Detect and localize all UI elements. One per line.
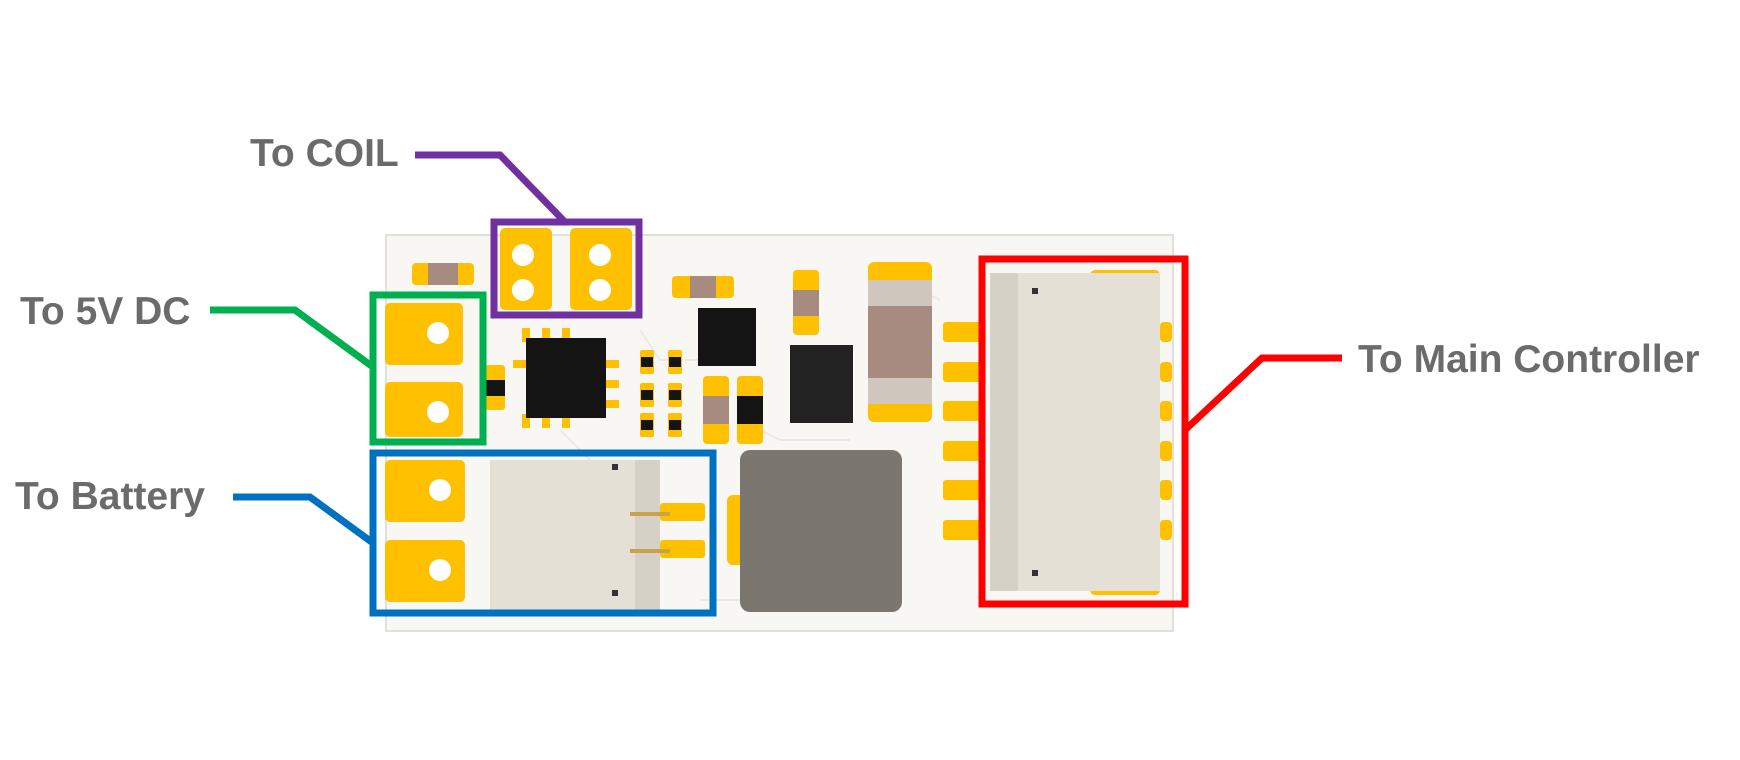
label-to-main-controller: To Main Controller	[1358, 338, 1700, 381]
dc5v-highlight-box	[369, 291, 487, 446]
label-to-coil: To COIL	[250, 132, 399, 175]
battery-pads	[385, 460, 465, 602]
controller-leader-line	[1182, 354, 1342, 433]
battery-connector	[490, 460, 705, 610]
ic-square	[698, 308, 756, 366]
battery-highlight-box	[369, 449, 717, 617]
ic-8pin	[485, 328, 619, 428]
label-to-5v-dc: To 5V DC	[20, 290, 191, 333]
dc5v-leader-line	[210, 306, 376, 370]
small-resistors	[412, 263, 819, 335]
large-resistor	[868, 262, 932, 422]
tiny-capacitors	[640, 350, 682, 437]
label-to-battery: To Battery	[15, 475, 205, 518]
vertical-resistors	[703, 376, 763, 444]
inductor	[727, 450, 902, 612]
ic-rect	[790, 345, 853, 423]
coil-highlight-box	[490, 218, 643, 319]
dc5v-pads	[385, 303, 463, 437]
coil-leader-line	[415, 151, 568, 225]
main-controller-connector	[943, 270, 1172, 595]
battery-leader-line	[233, 493, 376, 546]
controller-highlight-box	[978, 255, 1189, 608]
coil-pads	[500, 228, 632, 310]
